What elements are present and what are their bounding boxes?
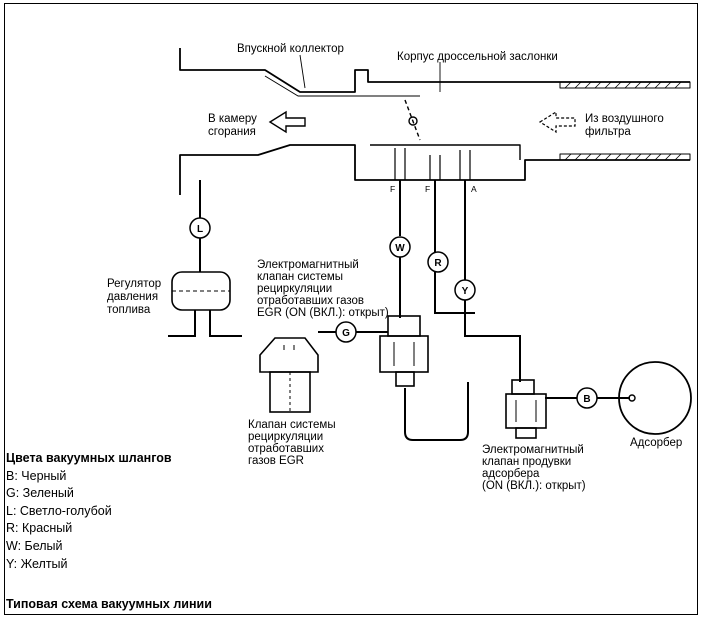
leader-manifold bbox=[299, 54, 306, 89]
label-egr-solenoid-4: отработавших газов bbox=[257, 295, 364, 307]
hose-return-line bbox=[404, 382, 469, 441]
figure-caption: Типовая схема вакуумных линии bbox=[6, 597, 212, 611]
label-throttle-body: Корпус дроссельной заслонки bbox=[397, 51, 558, 63]
label-from-filter-1: Из воздушного bbox=[585, 113, 664, 125]
hose-g-marker bbox=[335, 321, 357, 343]
hose-r-marker bbox=[427, 251, 449, 273]
label-egr-valve-4: газов EGR bbox=[248, 455, 304, 467]
label-intake-manifold: Впускной коллектор bbox=[237, 43, 344, 55]
hose-g-letter: G bbox=[342, 328, 350, 339]
manifold-bottom-wall bbox=[179, 144, 690, 195]
hose-y-letter: Y bbox=[462, 286, 469, 297]
label-egr-valve-1: Клапан системы bbox=[248, 419, 336, 431]
label-canister: Адсорбер bbox=[630, 437, 682, 449]
label-purge-3: адсорбера bbox=[482, 468, 540, 480]
label-egr-valve-3: отработавших bbox=[248, 443, 324, 455]
purge-solenoid-shape bbox=[505, 379, 547, 439]
arrow-left-icon-2 bbox=[538, 110, 576, 134]
legend-item: Y: Желтый bbox=[6, 556, 68, 571]
port-f2 bbox=[429, 155, 441, 180]
arrow-left-icon bbox=[268, 110, 306, 134]
hose-w-marker bbox=[389, 236, 411, 258]
hose-y-line bbox=[464, 180, 521, 382]
legend-item: B: Черный bbox=[6, 468, 67, 483]
legend-item: G: Зеленый bbox=[6, 486, 74, 501]
label-from-filter-2: фильтра bbox=[585, 126, 631, 138]
canister-shape bbox=[618, 361, 692, 435]
hose-color-legend: Цвета вакуумных шлангов B: Черный G: Зел… bbox=[6, 450, 172, 573]
label-to-chamber-2: сгорания bbox=[208, 126, 256, 138]
manifold-top-wall bbox=[179, 48, 690, 93]
hose-r-letter: R bbox=[434, 258, 442, 269]
hose-l-marker bbox=[189, 217, 211, 239]
throttle-bottom bbox=[370, 144, 521, 160]
hose-b-marker bbox=[576, 387, 598, 409]
throttle-plate bbox=[404, 99, 421, 141]
port-f1-label: F bbox=[390, 184, 395, 194]
label-regulator-1: Регулятор bbox=[107, 278, 161, 290]
port-a-label: A bbox=[471, 184, 477, 194]
manifold-inner-top bbox=[264, 75, 420, 97]
hose-y-marker bbox=[454, 279, 476, 301]
hatching bbox=[564, 81, 682, 161]
canister-port bbox=[628, 394, 636, 402]
legend-item: L: Светло-голубой bbox=[6, 503, 112, 518]
label-purge-2: клапан продувки bbox=[482, 456, 571, 468]
label-purge-4: (ON (ВКЛ.): открыт) bbox=[482, 480, 586, 492]
hose-l-letter: L bbox=[197, 224, 203, 235]
hose-r-line bbox=[434, 180, 475, 314]
label-egr-solenoid-5: EGR (ON (ВКЛ.): открыт) bbox=[257, 307, 389, 319]
label-regulator-3: топлива bbox=[107, 304, 151, 316]
diagram-frame bbox=[4, 3, 698, 615]
legend-item: R: Красный bbox=[6, 521, 73, 536]
legend-title: Цвета вакуумных шлангов bbox=[6, 451, 172, 465]
egr-valve-shape bbox=[259, 337, 319, 413]
port-a bbox=[459, 150, 471, 180]
throttle-shaft bbox=[408, 116, 418, 126]
fuel-regulator-shape bbox=[168, 271, 242, 337]
label-egr-solenoid-2: клапан системы bbox=[257, 271, 343, 283]
label-regulator-2: давления bbox=[107, 291, 158, 303]
port-f1 bbox=[394, 148, 406, 180]
label-purge-1: Электромагнитный bbox=[482, 444, 584, 456]
label-egr-valve-2: рециркуляции bbox=[248, 431, 323, 443]
egr-solenoid-shape bbox=[379, 315, 429, 387]
hose-b-letter: B bbox=[583, 394, 590, 405]
label-egr-solenoid-3: рециркуляции bbox=[257, 283, 332, 295]
label-egr-solenoid-1: Электромагнитный bbox=[257, 259, 359, 271]
legend-item: W: Белый bbox=[6, 538, 63, 553]
label-to-chamber-1: В камеру bbox=[208, 113, 257, 125]
hose-w-letter: W bbox=[395, 243, 405, 254]
port-f2-label: F bbox=[425, 184, 430, 194]
